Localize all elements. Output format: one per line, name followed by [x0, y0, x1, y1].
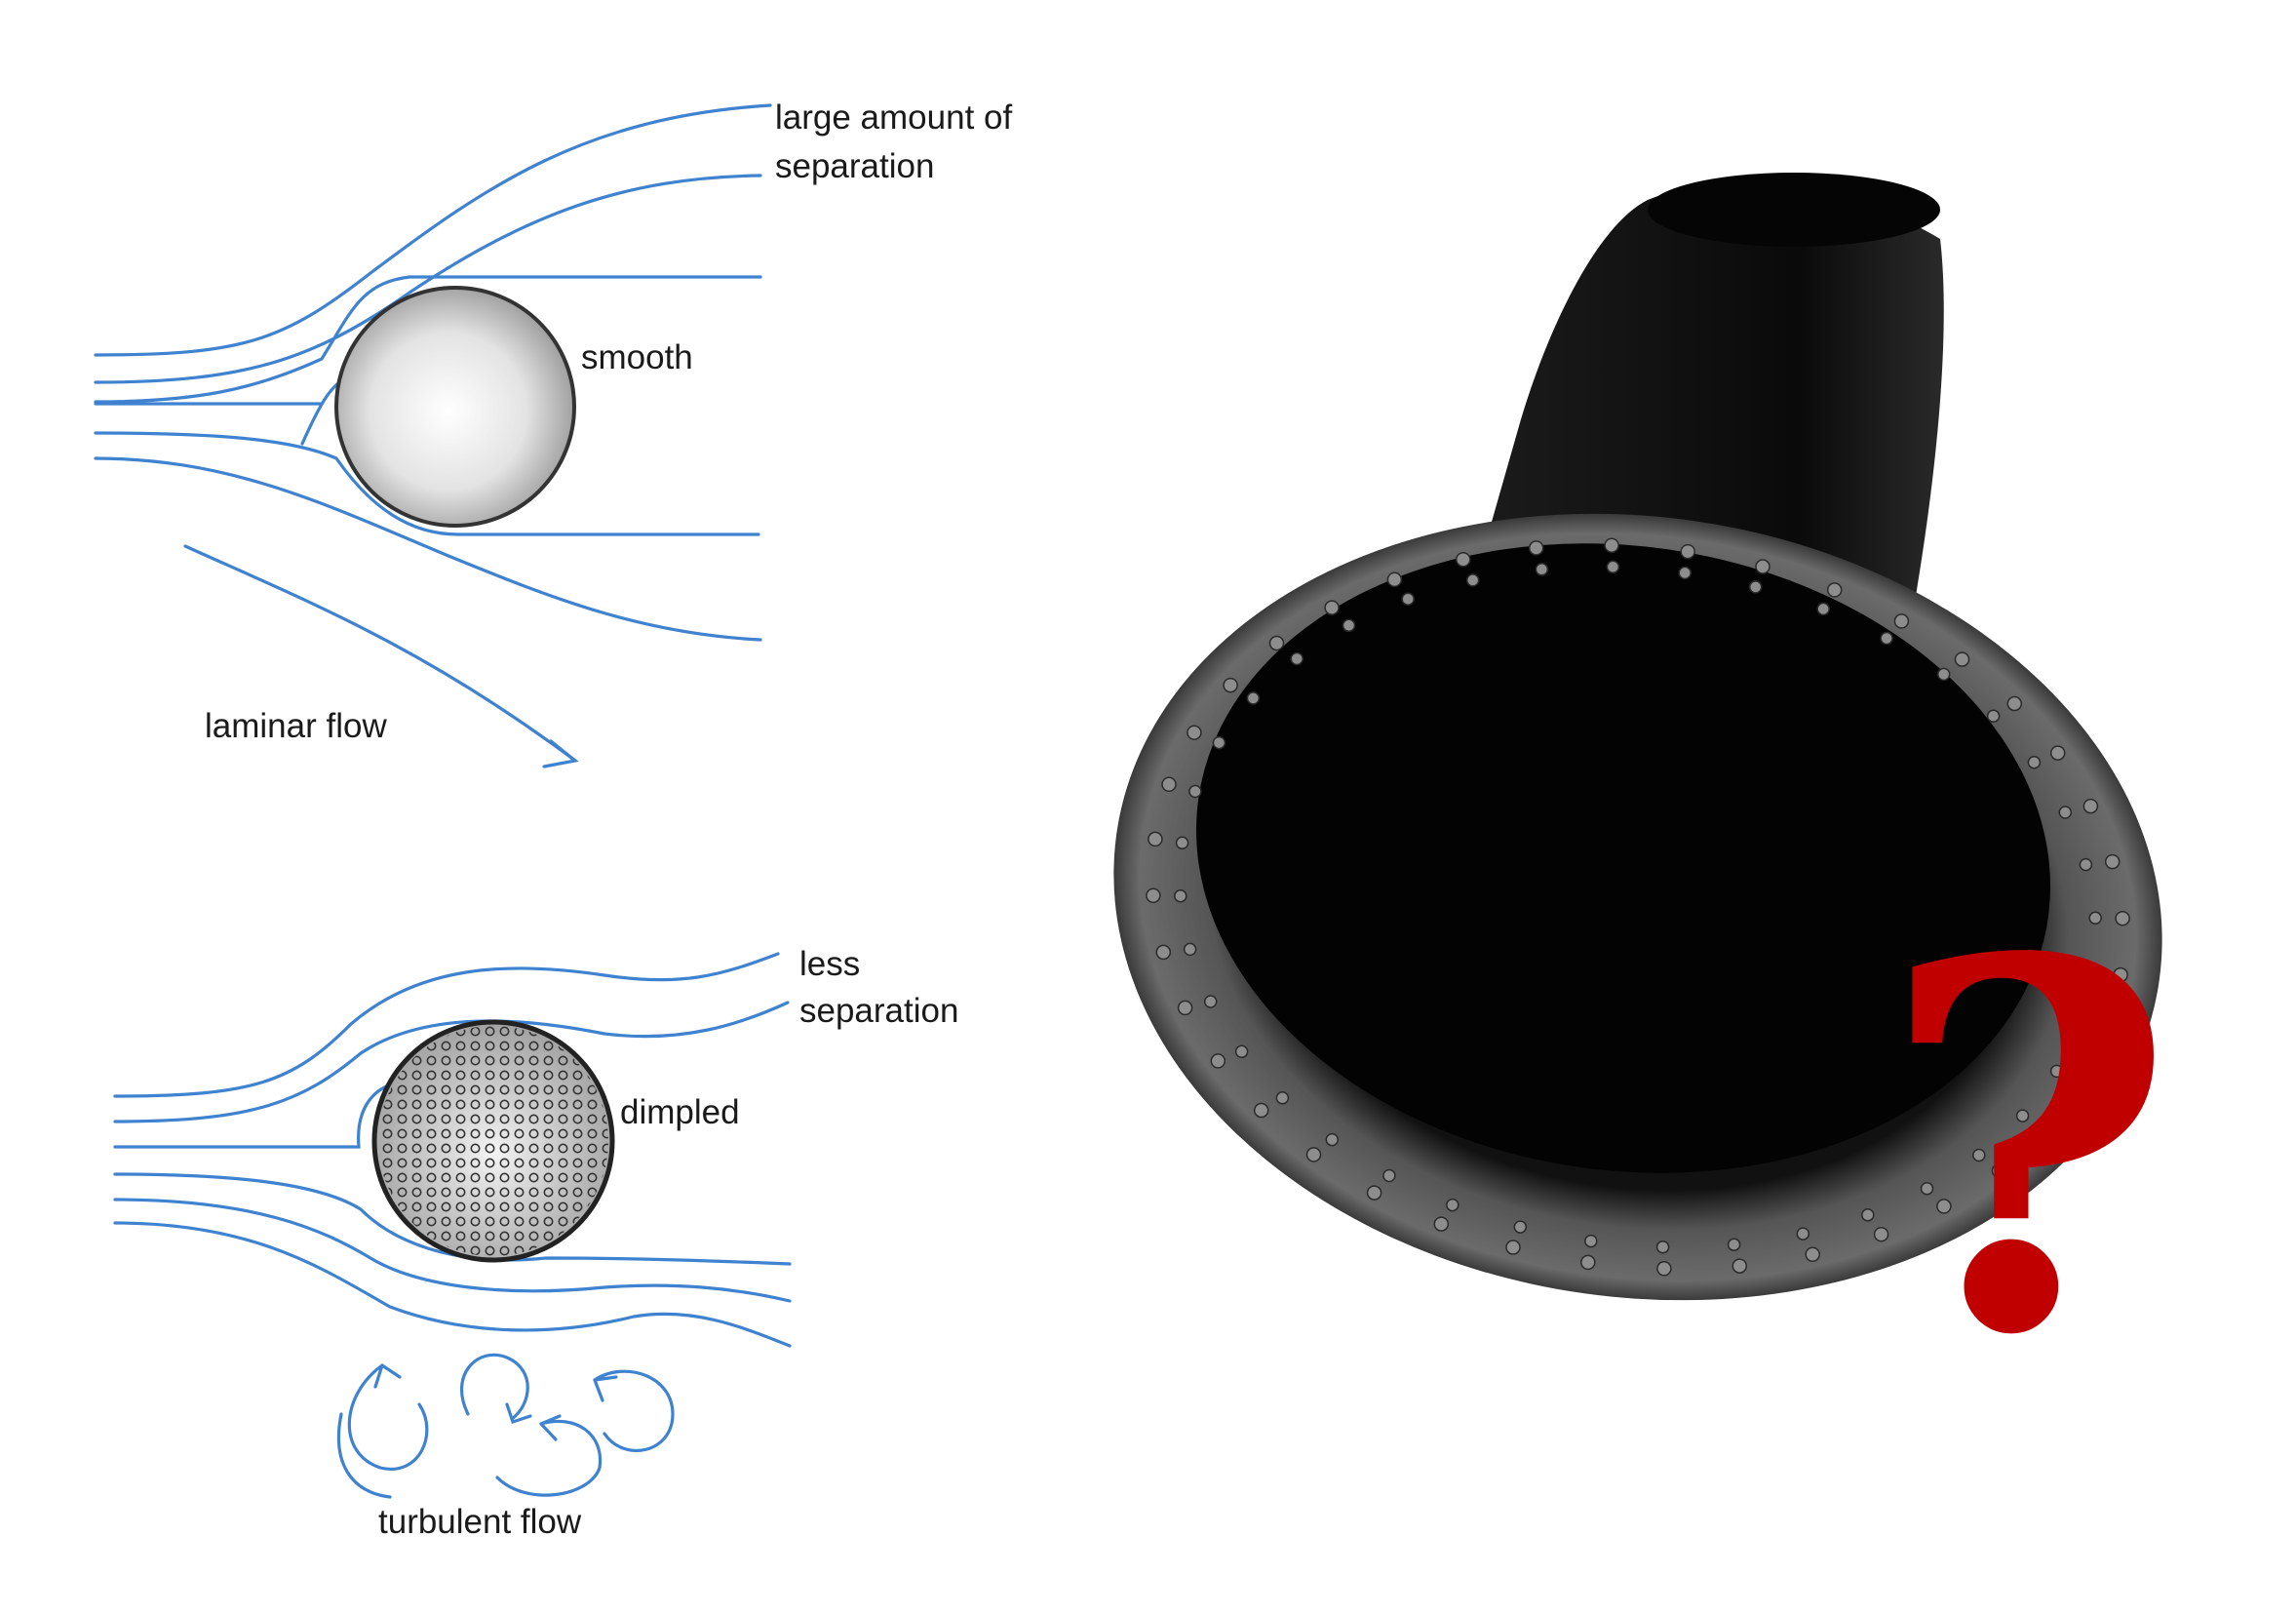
- bell-dimple: [1861, 1208, 1875, 1222]
- bell-dimple: [1920, 1181, 1934, 1196]
- bell-dimple: [1816, 602, 1830, 616]
- bell-dimple: [1210, 1053, 1226, 1069]
- bell-dimple: [2074, 1015, 2087, 1030]
- bell-dimple: [1325, 1132, 1340, 1147]
- bell-dimple: [1203, 995, 1218, 1008]
- bell-dimple: [1253, 1102, 1269, 1119]
- laminar-streamlines: [94, 103, 772, 768]
- bell-dimple: [1183, 942, 1197, 957]
- bell-dimple: [2086, 964, 2101, 978]
- bell-dimple: [1234, 1044, 1249, 1059]
- bell-dimple: [1528, 540, 1544, 556]
- bell-dimple: [1796, 1227, 1810, 1241]
- bell-dimple: [2058, 806, 2073, 819]
- bell-dimple: [1155, 944, 1172, 961]
- bell-dimple: [1805, 1246, 1820, 1263]
- bell-dimple: [1148, 831, 1163, 847]
- bell-dimple: [1161, 776, 1177, 793]
- smooth-ball: [334, 286, 576, 528]
- question-mark: ?: [1880, 850, 2177, 1446]
- bell-dimple: [1936, 667, 1951, 682]
- smooth-ball-label: smooth: [581, 338, 693, 376]
- bottom-separation-label-line2: separation: [799, 992, 958, 1030]
- bell-dimple: [1386, 571, 1403, 588]
- bell-dimple: [1972, 1148, 1986, 1162]
- bell-dimple: [2115, 910, 2130, 926]
- bell-dimple: [2015, 1109, 2030, 1123]
- bell-dimple: [1382, 1168, 1396, 1183]
- bell-dimple: [1324, 600, 1340, 615]
- bell-dimple: [1678, 566, 1692, 580]
- bell-dimple: [2049, 745, 2066, 761]
- bell-dimple: [1305, 1147, 1322, 1162]
- bell-dimple: [1175, 836, 1189, 850]
- bell-dimple: [1732, 1258, 1748, 1274]
- bell-dimple: [1954, 651, 1970, 667]
- bell-dimple: [1936, 1199, 1952, 1214]
- bell-dimple: [2049, 1064, 2064, 1079]
- bell-dimple: [1680, 543, 1695, 560]
- bell-dimple: [1606, 560, 1620, 574]
- bell-dimple: [1268, 635, 1285, 651]
- bell-dimple: [1727, 1238, 1741, 1251]
- bell-dimple: [1991, 1162, 2007, 1179]
- bell-dimple: [1146, 887, 1161, 904]
- bell-dimple: [1880, 631, 1893, 646]
- bell-dimple: [1188, 784, 1202, 799]
- bell-dimple: [1212, 735, 1226, 750]
- turbulent-eddies: [336, 1353, 675, 1499]
- dimpled-bell-photo: [1113, 173, 2162, 1301]
- bell-dimple: [1401, 592, 1415, 606]
- bottom-separation-label-line1: less: [799, 945, 860, 983]
- bell-dimple: [1748, 580, 1763, 594]
- bell-dimple: [2074, 1074, 2089, 1089]
- top-separation-label-line2: separation: [775, 147, 934, 185]
- bell-dimple: [1655, 1240, 1670, 1254]
- bell-dimple: [1584, 1234, 1598, 1248]
- turbulent-flow-label: turbulent flow: [378, 1503, 582, 1541]
- bell-dimple: [1174, 888, 1187, 903]
- bell-dimple: [2038, 1121, 2053, 1137]
- bell-rim-dimples: [1146, 537, 2130, 1277]
- bell-dimple: [1826, 582, 1843, 598]
- bell-dimple: [1246, 691, 1261, 705]
- bell-dimple: [2088, 911, 2102, 926]
- bell-dimple: [1656, 1261, 1672, 1277]
- bell-dimple: [1513, 1220, 1528, 1234]
- bell-dimple: [1366, 1185, 1382, 1201]
- bell-dimple: [2006, 695, 2023, 712]
- bell-dimple: [1986, 709, 2001, 723]
- bell-dimple: [1456, 551, 1471, 568]
- laminar-flow-label: laminar flow: [205, 707, 387, 745]
- bell-dimple: [2113, 966, 2128, 983]
- bell-dimple: [1223, 677, 1238, 693]
- bell-dimple: [1604, 537, 1619, 553]
- bell-dimple: [1433, 1216, 1450, 1232]
- bell-dimple: [1505, 1240, 1521, 1255]
- dimpled-ball-label: dimpled: [620, 1093, 740, 1131]
- bell-dimple: [1177, 1000, 1193, 1016]
- turbulent-streamlines: [113, 952, 792, 1348]
- bell-dimple: [2104, 853, 2121, 870]
- bell-dimple: [1580, 1254, 1596, 1271]
- bell-dimple: [2099, 1021, 2115, 1038]
- bell-dimple: [2082, 798, 2099, 814]
- top-separation-label-line1: large amount of: [775, 98, 1012, 137]
- bell-dimple: [1873, 1226, 1889, 1242]
- dimpled-ball: [371, 1019, 615, 1263]
- dimpled-ball-diagram: less separation dimpled turbulent flow: [113, 945, 958, 1541]
- bell-dimple: [1535, 563, 1549, 576]
- bell-dimple: [1187, 725, 1202, 740]
- bell-dimple: [1465, 573, 1480, 587]
- bell-dimple: [1275, 1091, 1290, 1105]
- bell-dimple: [2027, 755, 2042, 769]
- bell-dimple: [1290, 651, 1304, 666]
- bell-dimple: [1342, 618, 1356, 633]
- smooth-ball-diagram: large amount of separation smooth lamina…: [94, 98, 1012, 768]
- bell-dimple: [1755, 559, 1771, 574]
- bell-dimple: [2079, 857, 2093, 872]
- bell-dimple: [1893, 613, 1910, 629]
- bell-dimple: [1446, 1198, 1459, 1212]
